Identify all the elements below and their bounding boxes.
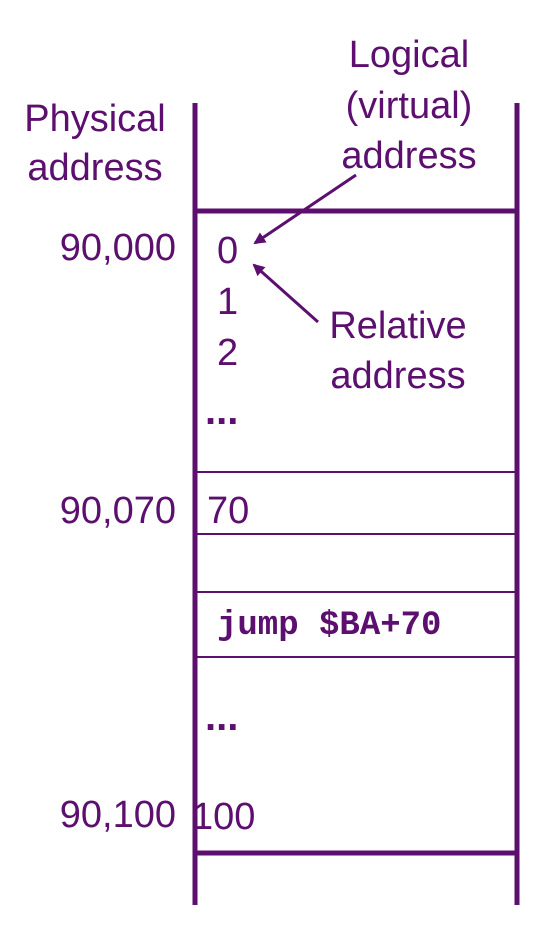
relative-address-label-line2: address (330, 355, 465, 397)
logical-address-heading-line3: address (341, 135, 476, 177)
physical-address-90000: 90,000 (60, 227, 176, 269)
physical-address-heading-line1: Physical (24, 98, 166, 140)
relative-address-arrow (252, 263, 319, 324)
logical-address-heading-line1: Logical (349, 34, 469, 76)
relative-offset-1: 1 (217, 281, 238, 323)
logical-address-heading-line2: (virtual) (346, 85, 473, 127)
relative-address-label-line1: Relative (329, 305, 466, 347)
physical-address-heading-line2: address (27, 147, 162, 189)
relative-offset-0: 0 (217, 230, 238, 272)
physical-address-90070: 90,070 (60, 490, 176, 532)
ellipsis-top: ... (205, 389, 238, 433)
physical-address-90100: 90,100 (60, 794, 176, 836)
relative-offset-100: 100 (192, 796, 255, 838)
relative-offset-2: 2 (217, 332, 238, 374)
relative-offset-70: 70 (207, 490, 249, 532)
logical-address-arrow (253, 173, 357, 245)
jump-instruction: jump $BA+70 (217, 607, 441, 645)
ellipsis-bottom: ... (205, 695, 238, 739)
